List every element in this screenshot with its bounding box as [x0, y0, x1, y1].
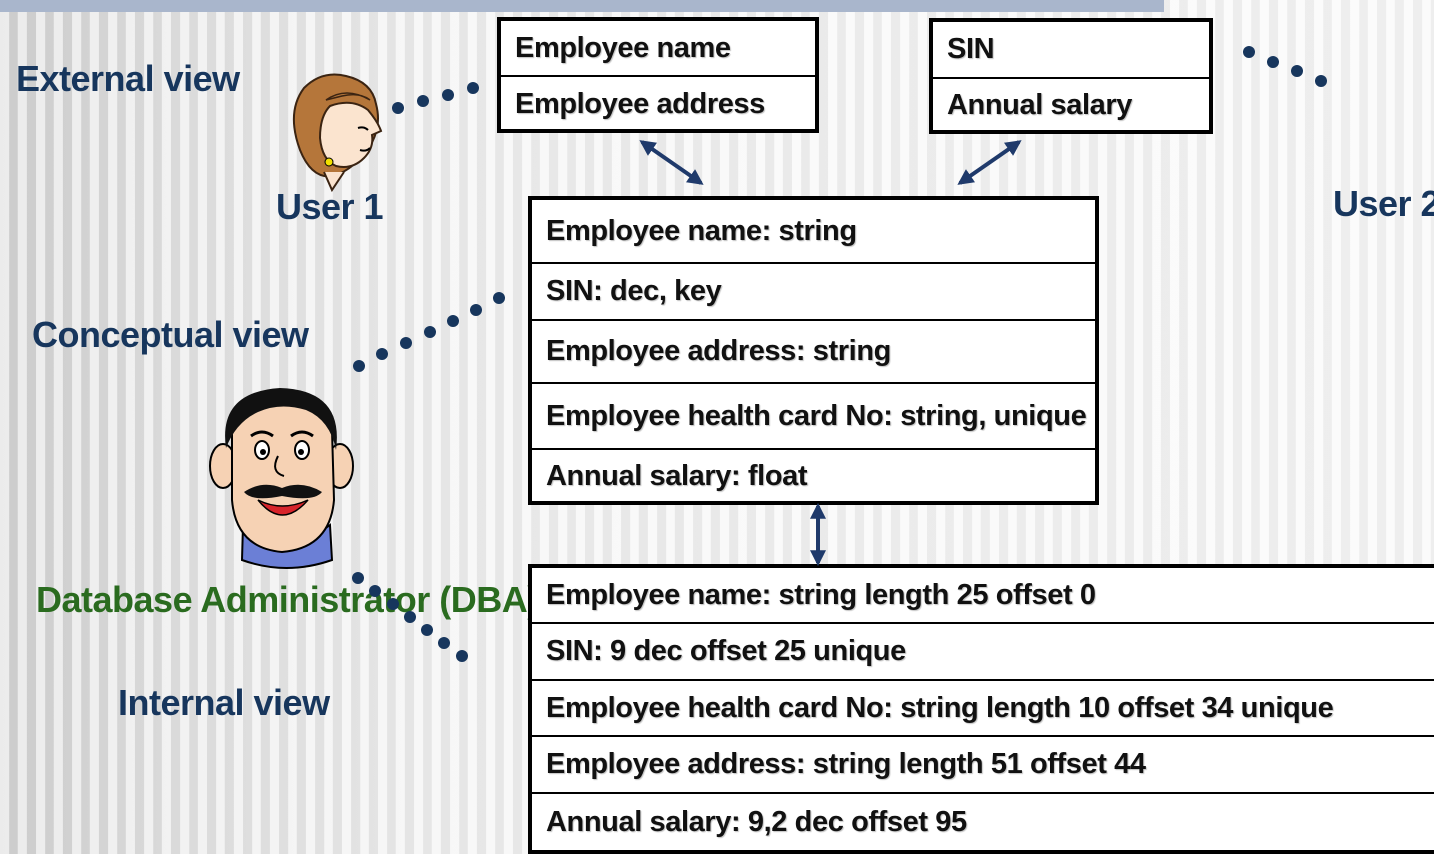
conceptual-field-4: Employee health card No: string, unique — [532, 384, 1095, 450]
internal-field-2: SIN: 9 dec offset 25 unique — [532, 624, 1434, 681]
dotted-connector-dba-conceptual — [353, 292, 505, 372]
conceptual-field-1: Employee name: string — [532, 200, 1095, 264]
conceptual-view-label: Conceptual view — [32, 314, 309, 355]
arrow-user1-to-conceptual — [639, 140, 704, 185]
external-user2-field-1: SIN — [933, 22, 1209, 79]
external-user1-field-1: Employee name — [501, 21, 815, 77]
dotted-connector-user1 — [392, 82, 479, 114]
conceptual-field-5: Annual salary: float — [546, 460, 808, 492]
external-view-label: External view — [16, 58, 240, 99]
internal-view-label: Internal view — [118, 682, 330, 723]
dotted-connector-user2 — [1243, 46, 1327, 87]
dba-label: Database Administrator (DBA) — [36, 579, 539, 620]
dotted-connector-dba-internal — [352, 572, 468, 662]
external-view-user2-box: SIN Annual salary — [929, 18, 1213, 134]
conceptual-field-2: SIN: dec, key — [532, 264, 1095, 321]
title-bar-decoration — [0, 0, 1164, 12]
internal-field-1: Employee name: string length 25 offset 0 — [532, 568, 1434, 624]
external-user1-field-2: Employee address — [515, 87, 765, 120]
user1-label: User 1 — [276, 186, 384, 227]
external-user2-field-2: Annual salary — [947, 89, 1132, 121]
internal-field-4: Employee address: string length 51 offse… — [532, 737, 1434, 794]
internal-schema-box: Employee name: string length 25 offset 0… — [528, 564, 1434, 854]
arrow-user2-to-conceptual — [957, 140, 1022, 185]
user1-woman-icon — [292, 73, 383, 193]
dba-man-icon — [209, 388, 354, 569]
user2-label: User 2 — [1333, 183, 1434, 224]
external-view-user1-box: Employee name Employee address — [497, 17, 819, 133]
internal-field-5: Annual salary: 9,2 dec offset 95 — [546, 805, 967, 838]
conceptual-field-3: Employee address: string — [532, 321, 1095, 384]
internal-field-3: Employee health card No: string length 1… — [532, 681, 1434, 737]
